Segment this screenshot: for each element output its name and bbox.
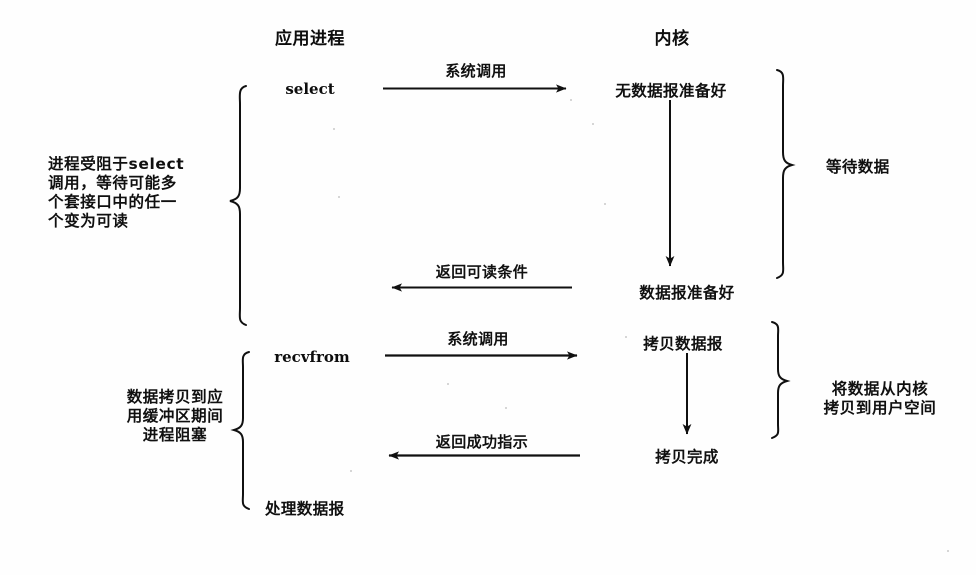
annotation-blocked-in-select: 进程受阻于select 调用，等待可能多 个套接口中的任一 个变为可读	[48, 155, 185, 230]
scan-speck	[350, 470, 352, 472]
scan-speck	[604, 203, 606, 205]
column-header-app-process: 应用进程	[275, 29, 345, 49]
annotation-blocked-during-copy: 数据拷贝到应 用缓冲区期间 进程阻塞	[126, 388, 224, 444]
kernel-state-copy-complete: 拷贝完成	[655, 448, 719, 466]
kernel-state-copy-datagram: 拷贝数据报	[643, 335, 723, 353]
annotation-copy-to-userspace: 将数据从内核 拷贝到用户空间	[823, 380, 937, 417]
scan-speck	[447, 383, 449, 385]
call-label-select: select	[285, 80, 335, 98]
arrow-label-return-success: 返回成功指示	[435, 433, 529, 451]
brace-wait-for-data	[776, 69, 796, 279]
call-label-recvfrom: recvfrom	[274, 348, 350, 366]
column-header-kernel: 内核	[654, 29, 690, 49]
scan-speck	[338, 196, 340, 198]
arrow-label-syscall-recvfrom: 系统调用	[447, 330, 509, 348]
brace-blocked-in-select	[229, 85, 247, 326]
scan-speck	[505, 407, 507, 409]
scan-speck	[625, 336, 627, 338]
scan-speck	[570, 99, 572, 101]
arrow-label-return-readable: 返回可读条件	[435, 263, 529, 281]
scan-speck	[947, 550, 949, 552]
scan-speck	[333, 128, 335, 130]
scan-speck	[592, 123, 594, 125]
app-state-process-datagram: 处理数据报	[265, 500, 345, 518]
kernel-state-no-datagram-ready: 无数据报准备好	[615, 82, 727, 100]
annotation-wait-for-data: 等待数据	[826, 158, 890, 176]
kernel-state-datagram-ready: 数据报准备好	[639, 284, 735, 302]
arrow-label-syscall-select: 系统调用	[445, 62, 507, 80]
